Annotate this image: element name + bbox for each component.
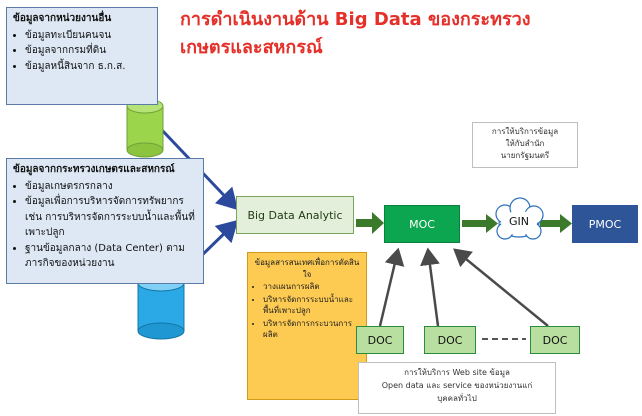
pmo-service-line: นายกรัฐมนตรี — [500, 151, 550, 160]
decision-info-header: ข้อมูลสารสนเทศเพื่อการตัดสินใจ — [254, 258, 360, 279]
database-cylinder-green — [126, 98, 164, 158]
source-other-item: ข้อมูลหนี้สินจาก ธ.ก.ส. — [25, 59, 151, 75]
pmoc-label: PMOC — [588, 217, 622, 231]
title-line-2: เกษตรและสหกรณ์ — [180, 37, 323, 58]
decision-info-box: ข้อมูลสารสนเทศเพื่อการตัดสินใจ วางแผนการ… — [247, 252, 367, 400]
doc-box-1: DOC — [356, 326, 404, 354]
gin-label: GIN — [509, 215, 529, 228]
decision-info-item: วางแผนการผลิต — [263, 281, 362, 293]
web-service-line: Open data และ service ของหน่วยงานแก่ — [381, 381, 533, 390]
web-service-line: การให้บริการ Web site ข้อมูล — [404, 368, 510, 377]
web-service-note: การให้บริการ Web site ข้อมูล Open data แ… — [358, 362, 556, 414]
source-ministry-item: ฐานข้อมูลกลาง (Data Center) ตามภารกิจของ… — [25, 241, 197, 272]
doc-label: DOC — [367, 333, 393, 347]
web-service-line: บุคคลทั่วไป — [437, 394, 477, 403]
pmo-service-line: ให้กับสำนัก — [505, 139, 545, 148]
pmo-service-line: การให้บริการข้อมูล — [491, 127, 559, 136]
doc-box-2: DOC — [424, 326, 476, 354]
source-other-item: ข้อมูลทะเบียนคนจน — [25, 28, 151, 44]
big-data-analytic-label: Big Data Analytic — [247, 208, 343, 222]
moc-label: MOC — [409, 217, 435, 231]
doc-label: DOC — [542, 333, 568, 347]
decision-info-item: บริหารจัดการระบบน้ำและพื้นที่เพาะปลูก — [263, 294, 362, 317]
doc-box-3: DOC — [530, 326, 580, 354]
arrow-moc-to-gin — [462, 214, 498, 233]
big-data-analytic-box: Big Data Analytic — [236, 196, 354, 234]
source-other-header: ข้อมูลจากหน่วยงานอื่น — [13, 13, 112, 24]
gin-cloud-icon — [495, 197, 544, 240]
source-ministry-item: ข้อมูลเพื่อการบริหารจัดการทรัพยากร เช่น … — [25, 194, 197, 241]
pmo-service-note: การให้บริการข้อมูล ให้กับสำนัก นายกรัฐมน… — [472, 122, 578, 168]
source-ministry-box: ข้อมูลจากกระทรวงเกษตรและสหกรณ์ ข้อมูลเกษ… — [6, 158, 204, 284]
database-cylinder-blue — [137, 274, 185, 340]
pmoc-box: PMOC — [572, 205, 638, 243]
arrow-doc3-to-moc — [453, 248, 549, 327]
source-other-item: ข้อมูลจากกรมที่ดิน — [25, 43, 151, 59]
source-other-agencies-box: ข้อมูลจากหน่วยงานอื่น ข้อมูลทะเบียนคนจน … — [6, 7, 158, 105]
arrow-bigdata-to-moc — [356, 212, 384, 234]
page-title: การดำเนินงานด้าน Big Data ของกระทรวง เกษ… — [180, 6, 630, 62]
title-line-1: การดำเนินงานด้าน Big Data ของกระทรวง — [180, 9, 531, 30]
moc-box: MOC — [384, 205, 460, 243]
decision-info-item: บริหารจัดการกระบวนการผลิต — [263, 318, 362, 341]
doc-label: DOC — [437, 333, 463, 347]
arrow-doc1-to-moc — [378, 247, 405, 327]
source-ministry-item: ข้อมูลเกษตรกรกลาง — [25, 179, 197, 195]
arrow-gin-to-pmoc — [540, 214, 572, 233]
arrow-doc2-to-moc — [420, 247, 440, 327]
source-ministry-header: ข้อมูลจากกระทรวงเกษตรและสหกรณ์ — [13, 164, 175, 175]
